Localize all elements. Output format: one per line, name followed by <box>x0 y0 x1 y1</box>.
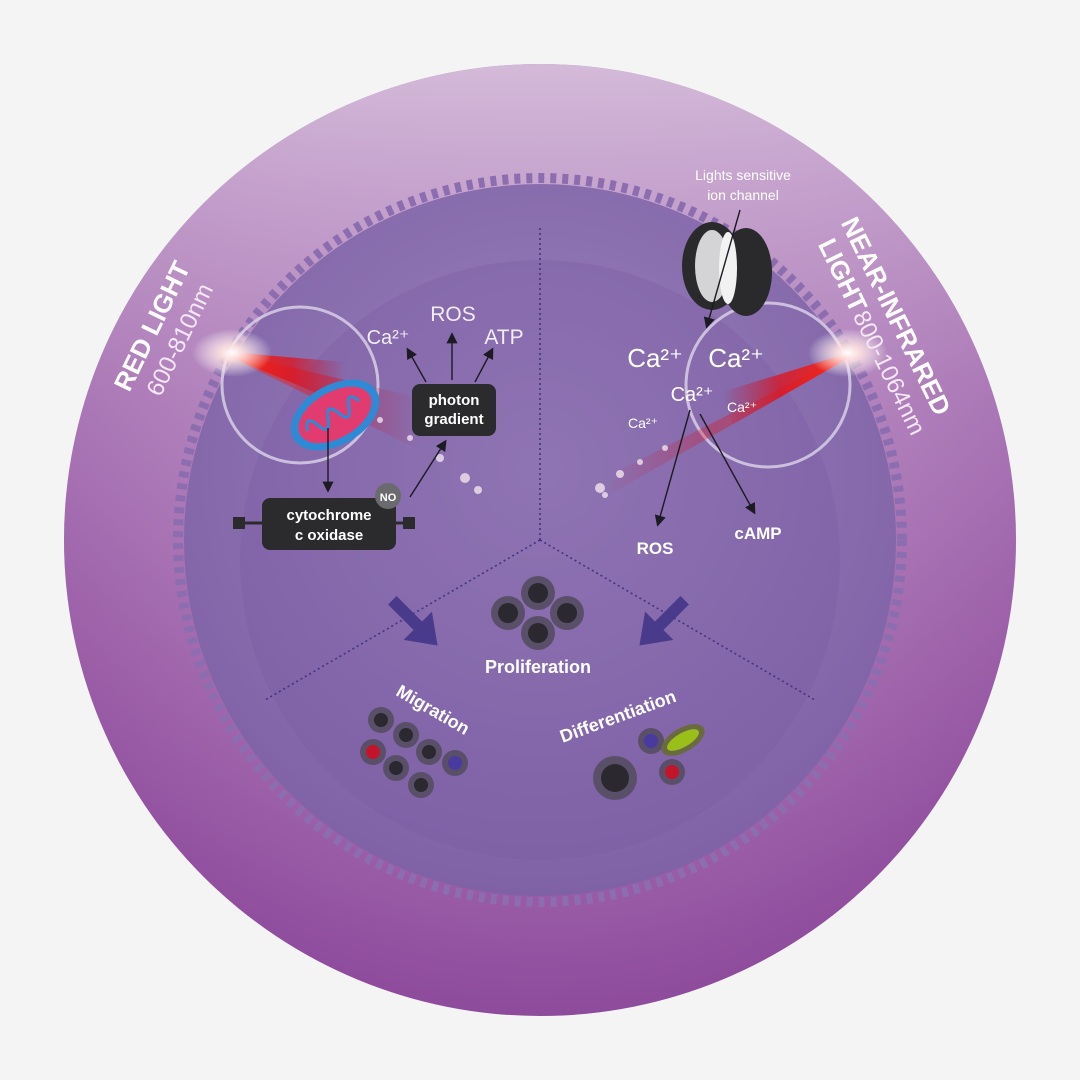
cytochrome-line2: c oxidase <box>295 527 363 544</box>
photon-gradient-line1: photon <box>429 392 480 409</box>
right-ca-small-right: Ca²⁺ <box>727 399 757 415</box>
cytochrome-box: cytochrome c oxidase NO <box>233 483 415 550</box>
proliferation-label: Proliferation <box>485 657 591 677</box>
right-arrows <box>654 209 756 527</box>
right-ca-small-left: Ca²⁺ <box>628 415 658 431</box>
photon-gradient-line2: gradient <box>424 411 483 428</box>
inner-cell-membrane <box>173 173 907 907</box>
differentiation-cells <box>593 724 705 800</box>
right-ros-label: ROS <box>637 539 674 558</box>
cytochrome-line1: cytochrome <box>286 507 371 524</box>
right-ca-medium: Ca²⁺ <box>671 384 714 406</box>
proliferation-cells <box>491 576 584 650</box>
mitochondrion <box>290 379 380 451</box>
left-atp-label: ATP <box>484 326 523 349</box>
left-lens-circle <box>220 305 380 465</box>
photon-gradient-box: photon gradient <box>412 384 496 436</box>
section-dividers <box>264 228 816 701</box>
outcome-arrows <box>388 596 689 646</box>
left-ca-label: Ca²⁺ <box>367 327 410 349</box>
right-ca-large-left: Ca²⁺ <box>627 343 683 373</box>
no-badge: NO <box>380 492 397 504</box>
right-ca-large-right: Ca²⁺ <box>708 343 764 373</box>
ion-channel-label-1: Lights sensitive <box>695 167 791 183</box>
ion-channel <box>682 222 772 316</box>
migration-cells <box>360 707 468 798</box>
right-outcome-arrow <box>639 596 689 646</box>
right-lens-circle <box>684 301 852 469</box>
left-outcome-arrow <box>388 596 438 646</box>
ion-channel-label-2: ion channel <box>707 187 779 203</box>
left-arrows <box>322 332 494 498</box>
nir-light-beam <box>595 329 888 500</box>
right-camp-label: cAMP <box>734 524 781 543</box>
left-ros-label: ROS <box>430 303 476 326</box>
